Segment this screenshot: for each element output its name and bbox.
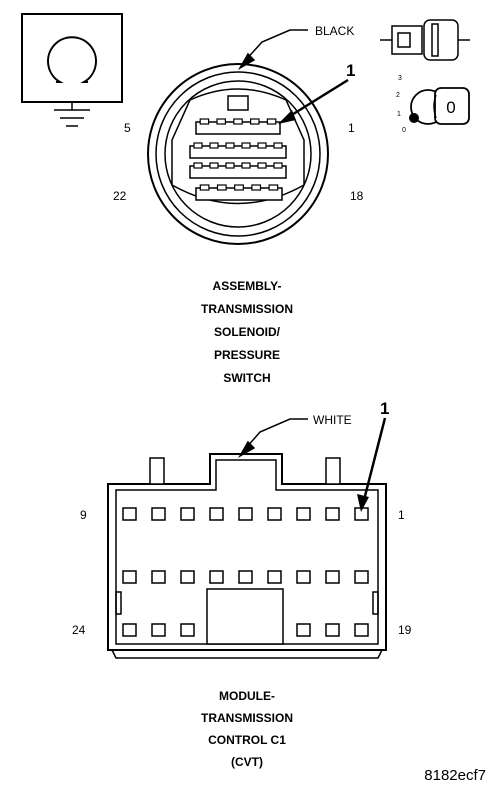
- module-connector: [107, 453, 387, 659]
- top-caption-line-4: PRESSURE: [214, 348, 280, 362]
- pin-cavity: [251, 184, 262, 191]
- pin-cavity: [151, 623, 166, 637]
- bottom-connector-caption: MODULE- TRANSMISSION CONTROL C1 (CVT): [201, 689, 293, 769]
- pin-cavity: [209, 570, 224, 584]
- top-connector-callout: 1: [346, 61, 355, 80]
- pin-cavity: [354, 570, 369, 584]
- bottom-caption-line-2: TRANSMISSION: [201, 711, 293, 725]
- pin-cavity: [225, 162, 235, 169]
- black-leader: [237, 29, 308, 71]
- ignition-position-3: 3: [398, 75, 402, 82]
- pin-cavity: [238, 507, 253, 521]
- pin-cavity: [225, 142, 235, 149]
- pin-cavity: [209, 162, 219, 169]
- top-caption-line-3: SOLENOID/: [214, 325, 281, 339]
- pin-cavity: [257, 142, 267, 149]
- pin-cavity: [209, 142, 219, 149]
- pin-cavity: [241, 162, 251, 169]
- pin-cavity: [216, 118, 226, 125]
- pin-cavity: [354, 623, 369, 637]
- pin-cavity: [266, 118, 277, 125]
- pin-cavity: [234, 184, 244, 191]
- figure-id: 8182ecf7: [424, 767, 486, 784]
- pin-cavity: [250, 118, 260, 125]
- pin-cavity: [151, 570, 166, 584]
- bottom-caption-line-3: CONTROL C1: [208, 733, 286, 747]
- pin-cavity: [199, 184, 210, 191]
- top-caption-line-1: ASSEMBLY-: [213, 279, 282, 293]
- pin-cavity: [193, 162, 203, 169]
- top-pin-label-18: 18: [350, 189, 364, 203]
- top-pin-label-5: 5: [124, 121, 131, 135]
- pin-cavity: [273, 142, 283, 149]
- pin-cavity: [122, 570, 137, 584]
- pin-cavity: [233, 118, 243, 125]
- bottom-connector-callout: 1: [380, 399, 389, 418]
- pin-row-2: [189, 145, 287, 159]
- top-connector-caption: ASSEMBLY- TRANSMISSION SOLENOID/ PRESSUR…: [201, 279, 293, 385]
- ignition-position-1: 1: [397, 111, 401, 118]
- pin-cavity: [325, 507, 340, 521]
- ignition-key-label: 0: [446, 98, 455, 117]
- pin-cavity: [151, 507, 166, 521]
- top-pin-label-1: 1: [348, 121, 355, 135]
- pin-cavity: [193, 142, 203, 149]
- pin-cavity: [325, 570, 340, 584]
- pin-cavity: [273, 162, 283, 169]
- pin-cavity: [122, 623, 137, 637]
- pin-cavity: [296, 570, 311, 584]
- connector-plug-icon: [380, 19, 470, 61]
- bottom-pin-label-24: 24: [72, 623, 86, 637]
- ignition-position-2: 2: [396, 92, 400, 99]
- pin-cavity: [180, 570, 195, 584]
- pin-cavity: [180, 623, 195, 637]
- top-caption-line-2: TRANSMISSION: [201, 302, 293, 316]
- bottom-caption-line-1: MODULE-: [219, 689, 275, 703]
- pin-cavity: [180, 507, 195, 521]
- bottom-pin-label-1: 1: [398, 508, 405, 522]
- solenoid-connector-pin-rows: [189, 118, 287, 201]
- pin-cavity: [257, 162, 267, 169]
- pin-cavity: [199, 118, 210, 125]
- pin-cavity: [241, 142, 251, 149]
- module-connector-pin-rows: [122, 507, 369, 637]
- pin-cavity: [268, 184, 279, 191]
- bottom-pin-label-9: 9: [80, 508, 87, 522]
- pin-cavity: [209, 507, 224, 521]
- ignition-key-icon: 0 3 2 1 0: [396, 75, 470, 134]
- pin-cavity: [267, 507, 282, 521]
- pin-cavity: [238, 570, 253, 584]
- pin-row-3: [189, 165, 287, 179]
- bottom-connector-color-label: WHITE: [313, 413, 352, 427]
- ignition-position-0: 0: [402, 127, 406, 134]
- pin-cavity: [296, 507, 311, 521]
- ohmmeter-ground-icon: [21, 13, 123, 127]
- pin-cavity: [267, 570, 282, 584]
- bottom-pin-label-19: 19: [398, 623, 412, 637]
- top-pin-label-22: 22: [113, 189, 127, 203]
- bottom-caption-line-4: (CVT): [231, 755, 263, 769]
- top-caption-line-5: SWITCH: [223, 371, 270, 385]
- pin-cavity: [122, 507, 137, 521]
- pin-cavity: [296, 623, 311, 637]
- top-callout-arrow: [278, 78, 349, 124]
- pin-cavity: [325, 623, 340, 637]
- pin-cavity: [216, 184, 227, 191]
- bottom-callout-arrow: [357, 417, 387, 512]
- white-leader: [237, 418, 308, 459]
- top-connector-color-label: BLACK: [315, 24, 354, 38]
